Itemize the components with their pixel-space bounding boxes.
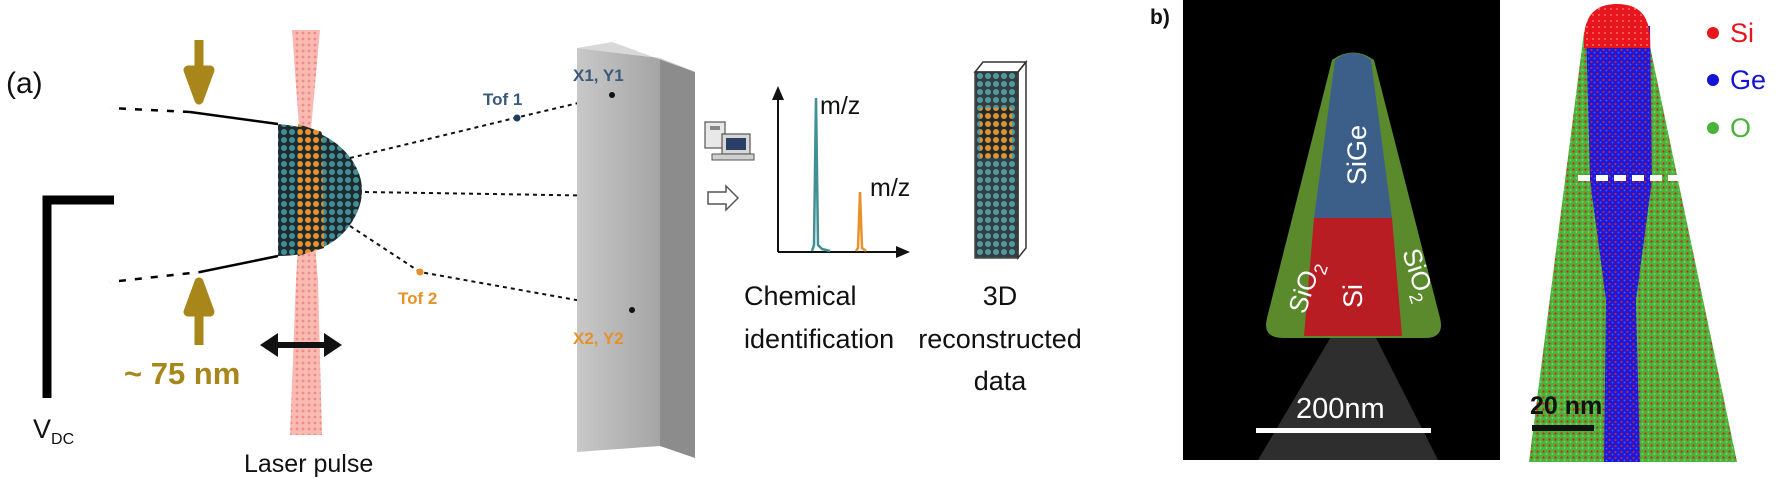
- si-region: [1304, 218, 1402, 336]
- detector-side: [660, 58, 695, 458]
- spectrum-peak-teal: [810, 97, 831, 253]
- chem-label-1: Chemical: [744, 281, 857, 311]
- computer-icon: [704, 121, 755, 161]
- arrow-right-icon: [707, 184, 740, 212]
- electrode: [42, 195, 114, 398]
- trajectory-middle: [364, 191, 616, 197]
- reconstruction-box: [973, 59, 1028, 261]
- legend: Si Ge O: [1707, 18, 1766, 143]
- ion-tof2: [416, 268, 424, 276]
- legend-swatch-o: [1707, 122, 1719, 134]
- size-arrow-top: [183, 40, 215, 105]
- legend-swatch-si: [1707, 27, 1719, 39]
- scale-label-sem: 200nm: [1296, 393, 1385, 425]
- xy1-label: X1, Y1: [573, 66, 624, 85]
- recon-label-1: 3D: [983, 281, 1018, 311]
- sem-tip-body: [1258, 330, 1438, 460]
- tof1-label: Tof 1: [483, 90, 522, 109]
- si-label: Si: [1338, 284, 1368, 308]
- tof2-label: Tof 2: [398, 289, 437, 308]
- atom-map-core: [1586, 26, 1652, 462]
- tip-shank-top: [109, 106, 279, 126]
- mz-label-1: m/z: [820, 92, 860, 120]
- size-label: ~ 75 nm: [124, 356, 240, 391]
- legend-label-si: Si: [1730, 18, 1754, 48]
- recon-label-3: data: [974, 366, 1028, 396]
- atom-map: 20 nm: [1529, 4, 1737, 462]
- chem-label-2: identification: [744, 324, 894, 354]
- mass-spectrum: m/z m/z: [772, 86, 910, 258]
- legend-label-ge: Ge: [1730, 65, 1766, 95]
- spectrum-peak-orange: [854, 191, 867, 252]
- scale-label-apt: 20 nm: [1530, 392, 1602, 420]
- legend-swatch-ge: [1707, 74, 1719, 86]
- mz-label-2: m/z: [870, 174, 910, 202]
- laser-label: Laser pulse: [244, 450, 373, 478]
- panel-a: (a) VDC Laser pulse ~ 75 nm Tof 1 Tof 2: [6, 30, 1082, 478]
- panel-b: b) SiGe Si SiO2 SiO2 200nm 20 nm Si Ge: [1150, 0, 1766, 462]
- tip-evaporating-layer: [298, 124, 324, 256]
- detector-face: [577, 48, 660, 452]
- recon-label-2: reconstructed: [918, 324, 1082, 354]
- vdc-label: VDC: [33, 414, 74, 448]
- sige-label: SiGe: [1342, 125, 1372, 185]
- atom-map-cap: [1584, 4, 1650, 48]
- tip-shank-bottom: [109, 254, 279, 284]
- size-arrow-bottom: [183, 277, 215, 345]
- scale-bar-apt: [1532, 425, 1594, 431]
- ion-tof1: [513, 114, 521, 122]
- panel-a-label: (a): [6, 67, 43, 100]
- xy2-label: X2, Y2: [573, 329, 624, 348]
- legend-label-o: O: [1730, 113, 1751, 143]
- scale-bar-sem: [1256, 428, 1431, 433]
- panel-b-label: b): [1150, 6, 1170, 29]
- trajectory-top: [349, 94, 613, 159]
- sige-region: [1314, 53, 1392, 218]
